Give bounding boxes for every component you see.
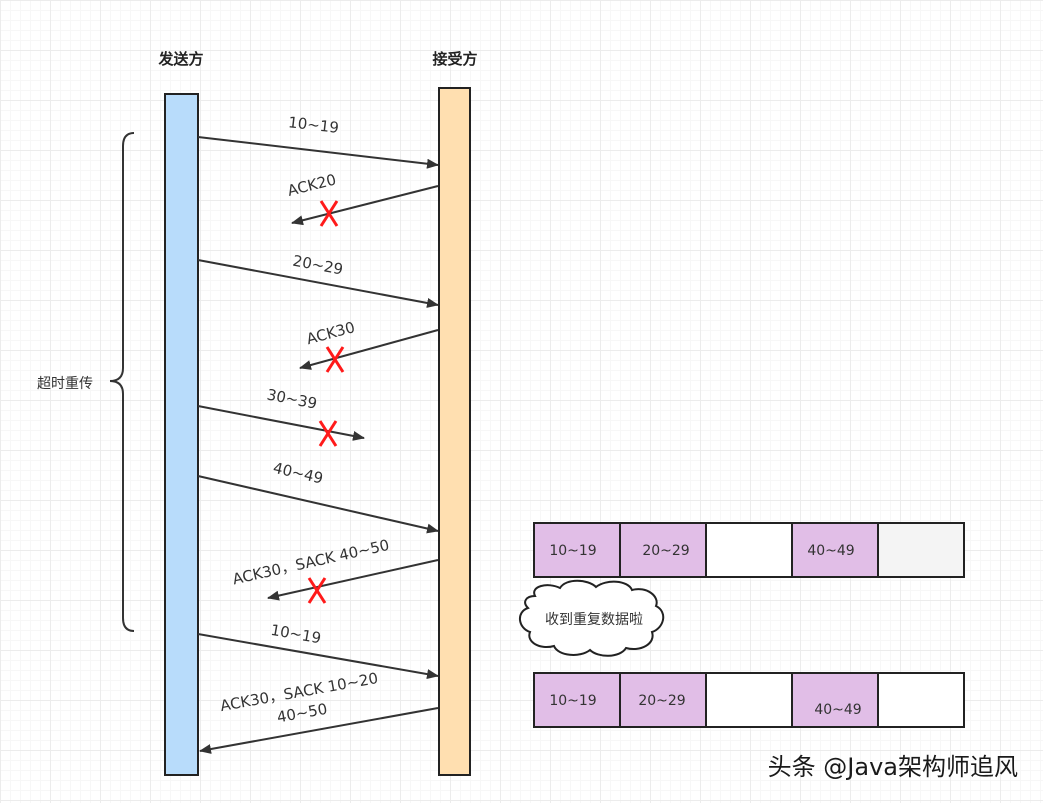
message-arrow-9 xyxy=(199,707,439,754)
receive-buffer-2: 10~19 20~29 40~49 xyxy=(533,672,965,728)
message-arrow-8 xyxy=(197,633,439,680)
watermark: 头条 @Java架构师追风 xyxy=(768,753,1018,781)
duplicate-data-cloud: 收到重复数据啦 xyxy=(519,579,665,657)
receiver-lifeline xyxy=(438,87,471,776)
message-label-4: ACK30 xyxy=(305,318,357,348)
buffer2-cell xyxy=(877,672,965,728)
buffer2-cell-text: 10~19 xyxy=(549,693,596,709)
message-arrow-5 xyxy=(197,405,365,441)
message-label-2: ACK20 xyxy=(286,170,338,199)
message-label-1: 10~19 xyxy=(287,113,339,137)
message-label-3: 20~29 xyxy=(291,252,344,279)
buffer2-cell xyxy=(705,672,793,728)
buffer1-cell xyxy=(791,522,879,578)
receive-buffer-1: 10~19 20~29 40~49 xyxy=(533,522,965,578)
buffer1-cell-text: 10~19 xyxy=(549,543,596,559)
buffer1-cell xyxy=(533,522,621,578)
buffer1-cell xyxy=(705,522,793,578)
lost-mark-1 xyxy=(319,200,339,227)
message-arrow-1 xyxy=(197,136,439,169)
message-arrow-2 xyxy=(291,185,439,226)
timeout-label: 超时重传 xyxy=(37,376,93,392)
timeout-bracket xyxy=(109,132,135,632)
sender-lifeline xyxy=(164,93,199,776)
message-label-8: 10~19 xyxy=(269,621,322,647)
buffer1-cell-text: 20~29 xyxy=(642,543,689,559)
buffer2-cell-text: 40~49 xyxy=(814,702,861,718)
buffer1-cell-text: 40~49 xyxy=(807,543,854,559)
message-label-6: 40~49 xyxy=(271,459,324,488)
message-arrow-4 xyxy=(299,329,439,370)
lost-mark-4 xyxy=(307,577,327,604)
buffer1-cell xyxy=(877,522,965,578)
lost-mark-2 xyxy=(325,346,345,373)
receiver-title: 接受方 xyxy=(432,50,477,68)
buffer2-cell xyxy=(533,672,621,728)
lost-mark-3 xyxy=(318,420,338,447)
message-arrow-6 xyxy=(197,475,439,534)
buffer2-cell-text: 20~29 xyxy=(638,693,685,709)
message-label-5: 30~39 xyxy=(265,385,318,412)
buffer1-cell xyxy=(619,522,707,578)
sender-title: 发送方 xyxy=(157,50,203,68)
message-arrow-3 xyxy=(197,259,439,308)
buffer2-cell xyxy=(791,672,879,728)
cloud-text: 收到重复数据啦 xyxy=(545,611,643,628)
message-arrow-7 xyxy=(267,559,439,601)
